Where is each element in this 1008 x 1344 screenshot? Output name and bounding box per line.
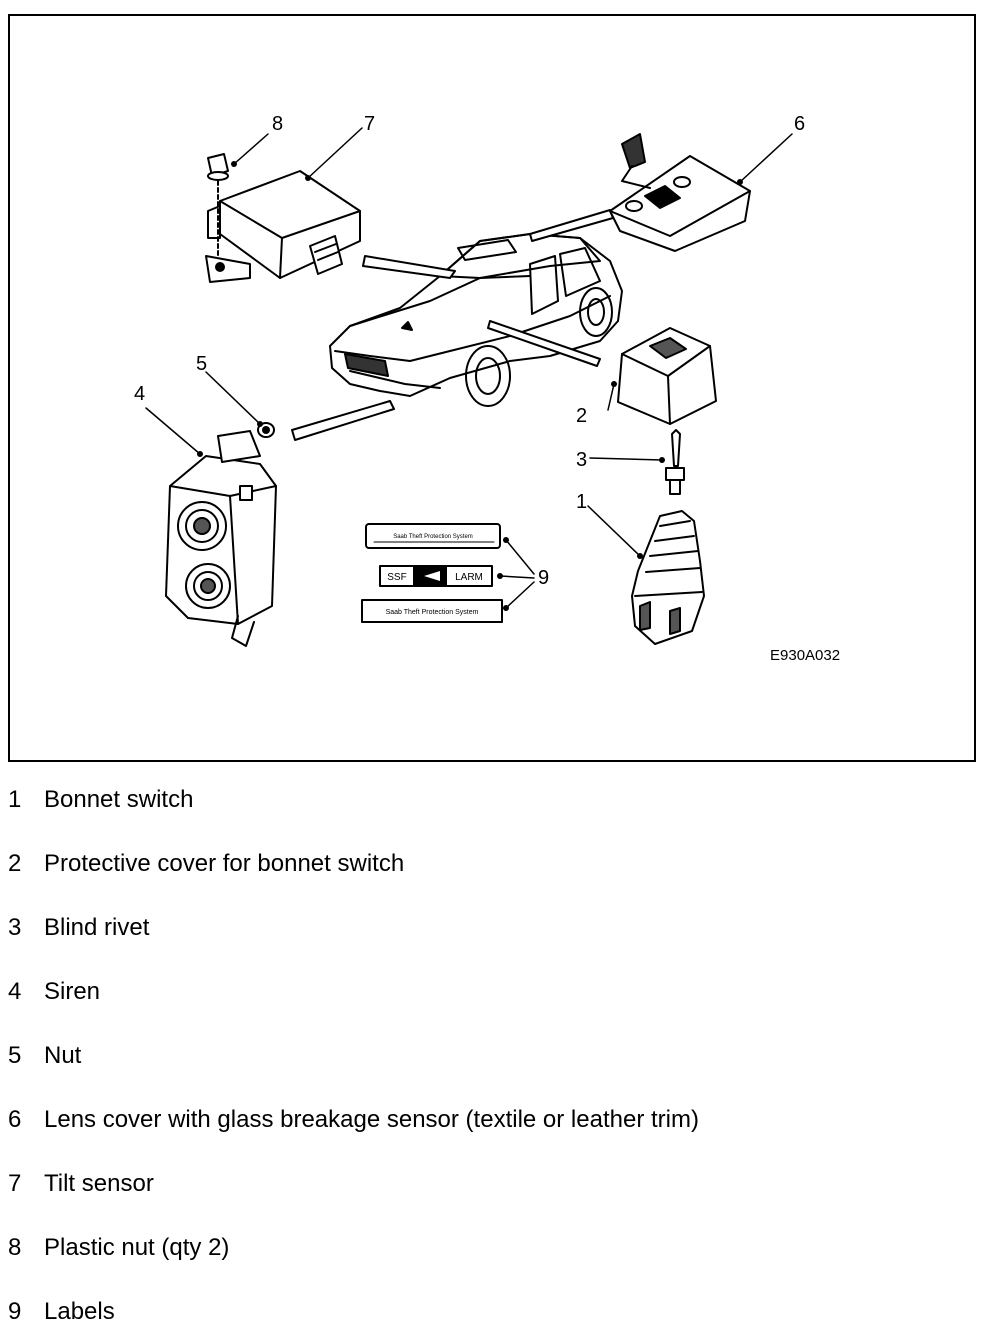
- legend-number: 8: [8, 1234, 22, 1261]
- legend-text: Protective cover for bonnet switch: [44, 850, 405, 877]
- legend-number: 1: [8, 786, 22, 813]
- legend-number: 7: [8, 1170, 22, 1197]
- pointer-bar-tilt: [362, 255, 456, 279]
- pointer-bar-siren: [291, 400, 395, 441]
- legend-text: Bonnet switch: [44, 786, 194, 813]
- legend-number: 5: [8, 1042, 22, 1069]
- leader-dots: [197, 161, 743, 611]
- legend-text: Siren: [44, 978, 101, 1005]
- label-strip-top-text: Saab Theft Protection System: [393, 534, 473, 540]
- label-strip-larm-text: LARM: [455, 572, 483, 583]
- callout-2: 2: [576, 405, 587, 427]
- nut-illustration: [257, 422, 275, 438]
- label-strip-bottom-text: Saab Theft Protection System: [386, 609, 479, 616]
- legend-number: 9: [8, 1298, 22, 1325]
- legend-text: Labels: [44, 1298, 115, 1325]
- blind-rivet-illustration: [665, 429, 685, 495]
- legend-number: 4: [8, 978, 22, 1005]
- tilt-sensor-illustration: [205, 170, 361, 283]
- callout-5: 5: [196, 353, 207, 375]
- pointer-bar-bonnet: [487, 320, 601, 367]
- legend-text: Lens cover with glass breakage sensor (t…: [44, 1106, 699, 1133]
- lens-cover-illustration: [609, 133, 751, 252]
- callout-3: 3: [576, 449, 587, 471]
- legend-text: Tilt sensor: [44, 1170, 154, 1197]
- plastic-nut-illustration: [207, 153, 229, 257]
- callout-7: 7: [364, 113, 375, 135]
- figure-code: E930A032: [770, 647, 840, 664]
- callout-1: 1: [576, 491, 587, 513]
- legend-number: 3: [8, 914, 22, 941]
- parts-diagram: Saab Theft Protection System SSF LARM Sa…: [134, 113, 840, 664]
- callout-4: 4: [134, 383, 145, 405]
- legend-text: Nut: [44, 1042, 82, 1069]
- bonnet-switch-illustration: [631, 510, 705, 645]
- legend-text: Plastic nut (qty 2): [44, 1234, 230, 1261]
- legend-number: 6: [8, 1106, 22, 1133]
- label-strip-ssf-text: SSF: [387, 572, 406, 583]
- siren-illustration: [165, 430, 277, 647]
- legend-number: 2: [8, 850, 22, 877]
- callout-9: 9: [538, 567, 549, 589]
- callout-6: 6: [794, 113, 805, 135]
- labels-illustration: [361, 523, 503, 623]
- legend-text: Blind rivet: [44, 914, 150, 941]
- protective-cover-illustration: [617, 327, 717, 425]
- callout-8: 8: [272, 113, 283, 135]
- leader-lines: [145, 127, 793, 609]
- diagram-frame: Saab Theft Protection System SSF LARM Sa…: [8, 14, 976, 762]
- car-illustration: [329, 233, 623, 407]
